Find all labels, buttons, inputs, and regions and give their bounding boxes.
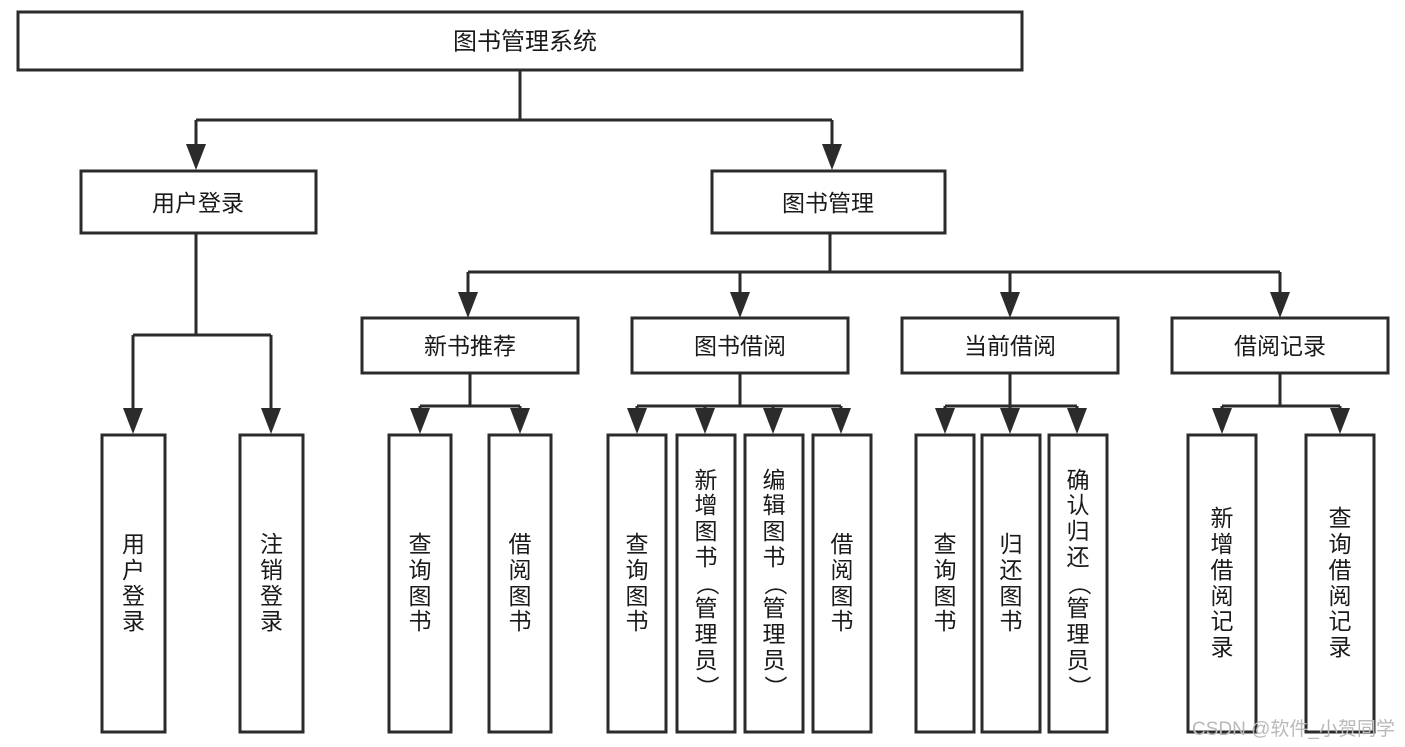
arrow-head-icon (763, 408, 783, 434)
node-leaf-borrow-book-recommend[interactable] (487, 433, 553, 734)
arrow-head-icon (831, 408, 851, 434)
node-label-root-system: 图书管理系统 (453, 29, 597, 56)
arrow-head-icon (1270, 292, 1290, 318)
arrow-head-icon (1212, 408, 1232, 434)
node-leaf-borrow-book[interactable] (811, 433, 873, 734)
arrow-head-icon (510, 408, 530, 434)
node-label-book-borrow: 图书借阅 (694, 333, 786, 359)
node-leaf-confirm-return-admin[interactable] (1047, 433, 1109, 734)
arrow-head-icon (410, 408, 430, 434)
node-user-login[interactable]: 用户登录 (79, 169, 318, 235)
node-label-borrow-record: 借阅记录 (1234, 333, 1326, 359)
node-leaf-add-book-admin[interactable] (675, 433, 737, 734)
arrow-head-icon (186, 144, 206, 170)
node-label-current-borrow: 当前借阅 (964, 333, 1056, 359)
arrow-head-icon (1330, 408, 1350, 434)
arrow-head-icon (458, 292, 478, 318)
arrow-head-icon (695, 408, 715, 434)
connector-bookmgmt-to-level3 (458, 233, 1290, 318)
node-label-new-book-recommend: 新书推荐 (424, 333, 516, 359)
node-book-borrow[interactable]: 图书借阅 (630, 316, 850, 375)
connector-bookborrow-to-leaves (627, 373, 851, 434)
arrow-head-icon (822, 144, 842, 170)
node-leaf-user-login[interactable] (100, 433, 167, 734)
node-leaf-query-book-current[interactable] (914, 433, 976, 734)
arrow-head-icon (627, 408, 647, 434)
arrow-head-icon (935, 408, 955, 434)
arrow-head-icon (123, 408, 143, 434)
node-leaf-return-book[interactable] (980, 433, 1042, 734)
node-book-management[interactable]: 图书管理 (710, 169, 947, 235)
connector-userlogin-to-leaves (123, 233, 281, 434)
connector-currentborrow-to-leaves (935, 373, 1087, 434)
node-leaf-query-book-borrow[interactable] (606, 433, 668, 734)
node-leaf-logout-login[interactable] (238, 433, 305, 734)
arrow-head-icon (1000, 292, 1020, 318)
connector-root-to-level2 (186, 70, 842, 170)
connector-newbook-to-leaves (410, 373, 530, 434)
node-leaf-query-borrow-record[interactable] (1304, 433, 1376, 734)
arrow-head-icon (730, 292, 750, 318)
arrow-head-icon (261, 408, 281, 434)
node-borrow-record[interactable]: 借阅记录 (1170, 316, 1390, 375)
node-label-book-management: 图书管理 (782, 190, 874, 216)
node-current-borrow[interactable]: 当前借阅 (900, 316, 1120, 375)
arrow-head-icon (1067, 408, 1087, 434)
node-leaf-query-book-recommend[interactable] (387, 433, 453, 734)
node-new-book-recommend[interactable]: 新书推荐 (360, 316, 580, 375)
node-leaf-add-borrow-record[interactable] (1186, 433, 1258, 734)
node-root-system[interactable]: 图书管理系统 (16, 10, 1024, 72)
node-label-user-login: 用户登录 (152, 190, 244, 216)
connector-borrowrecord-to-leaves (1212, 373, 1350, 434)
arrow-head-icon (1000, 408, 1020, 434)
node-leaf-edit-book-admin[interactable] (743, 433, 805, 734)
